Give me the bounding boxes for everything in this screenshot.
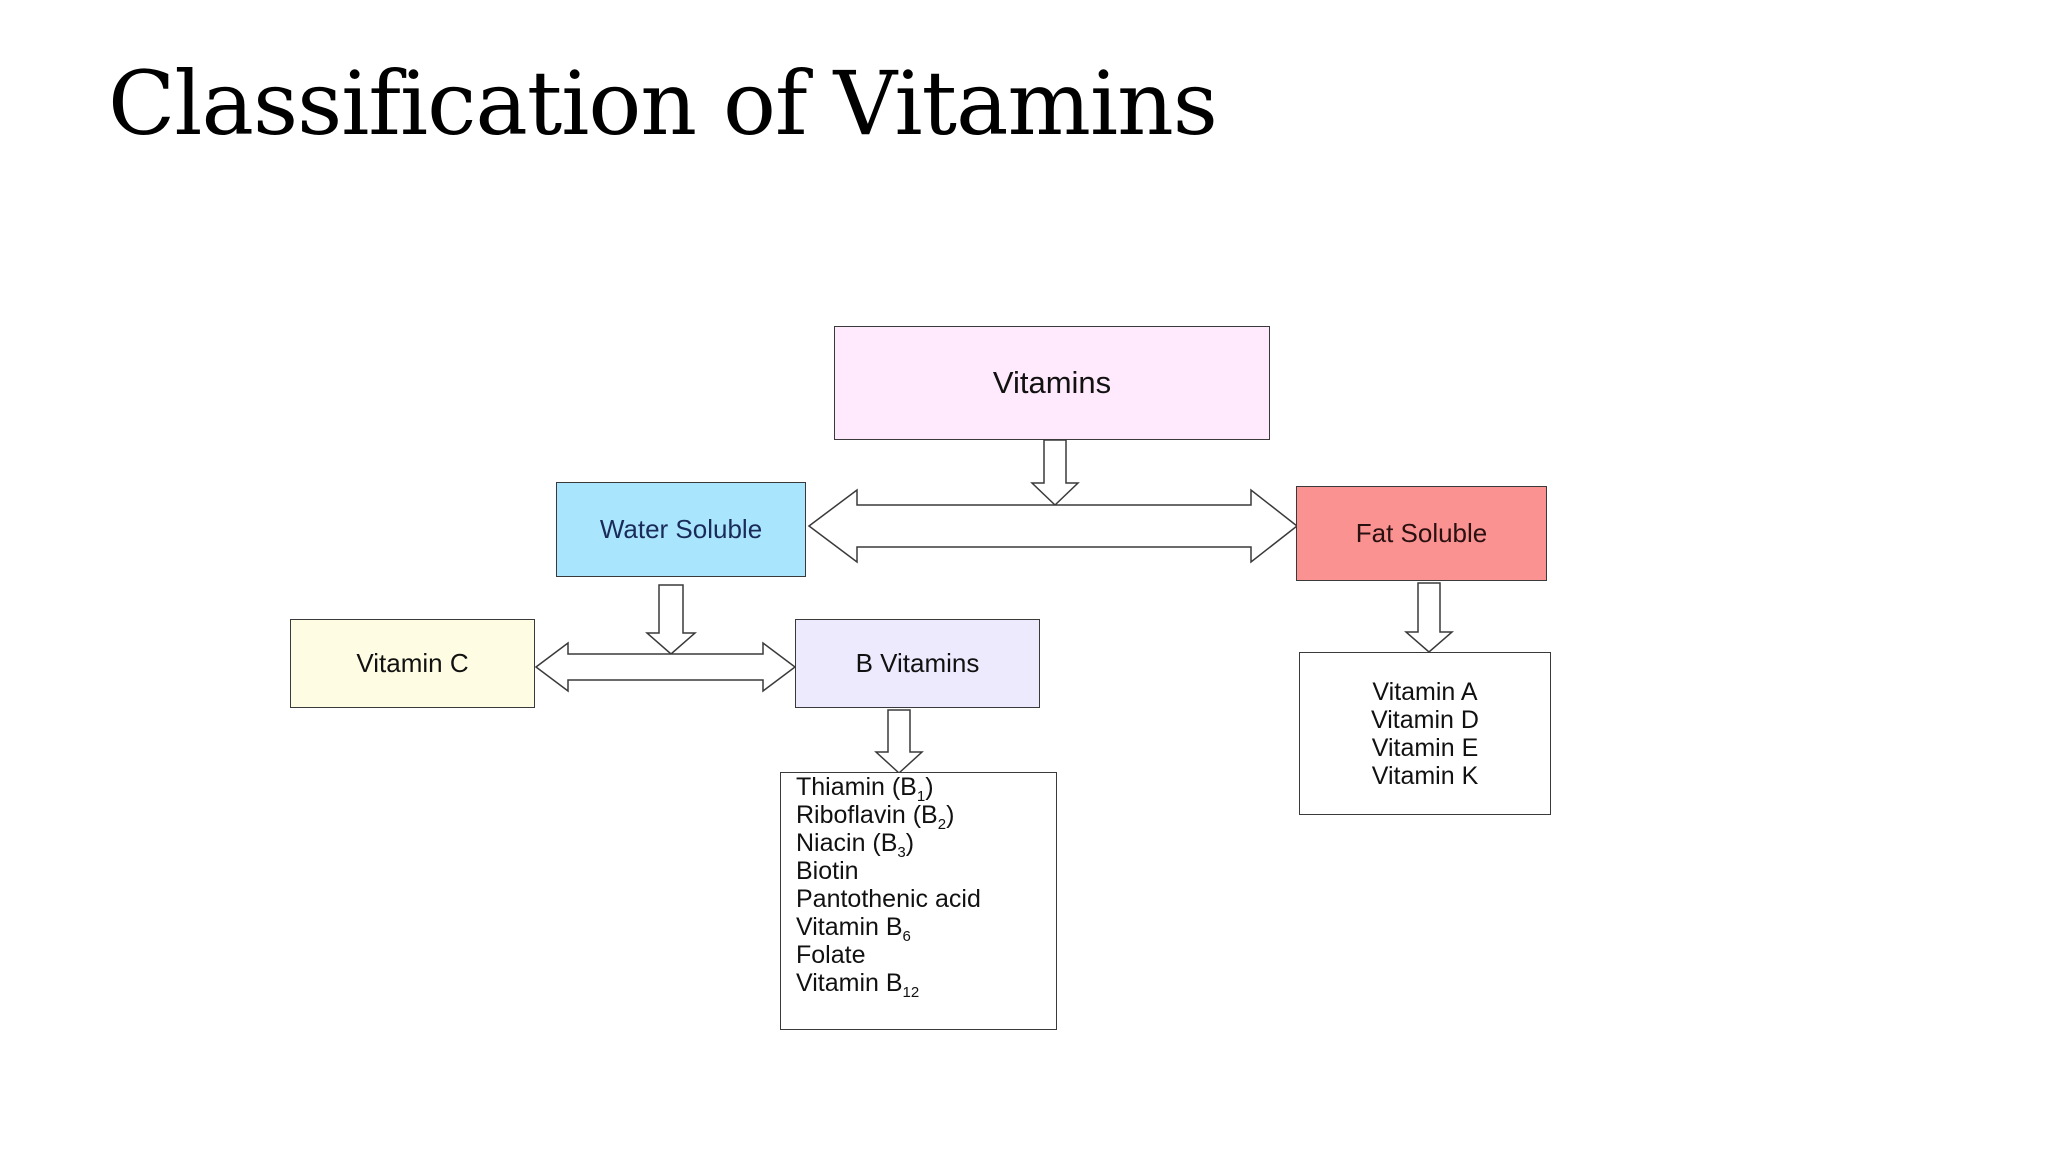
vitamins-node: Vitamins [834, 326, 1270, 440]
list-item: Pantothenic acid [796, 885, 981, 913]
list-item: Vitamin K [1371, 762, 1479, 790]
list-item: Thiamin (B1) [796, 773, 934, 805]
list-item: Vitamin B12 [796, 969, 920, 1001]
arrow-down-vitamins [1030, 439, 1080, 507]
arrow-down-b [874, 709, 924, 775]
list-item: Riboflavin (B2) [796, 801, 955, 833]
slide-title: Classification of Vitamins [108, 52, 1218, 155]
list-item: Vitamin E [1371, 734, 1479, 762]
fat-soluble-list: Vitamin A Vitamin D Vitamin E Vitamin K [1299, 652, 1551, 815]
list-item: Vitamin B6 [796, 913, 911, 945]
list-item: Biotin [796, 857, 859, 885]
list-item: Vitamin D [1371, 706, 1479, 734]
water-soluble-node: Water Soluble [556, 482, 806, 577]
arrow-down-fat [1403, 582, 1455, 653]
b-vitamins-list: Thiamin (B1) Riboflavin (B2) Niacin (B3)… [780, 772, 1057, 1030]
arrow-down-water [645, 584, 697, 655]
list-item: Niacin (B3) [796, 829, 915, 861]
b-vitamins-node: B Vitamins [795, 619, 1040, 708]
vitamin-c-node: Vitamin C [290, 619, 535, 708]
list-item: Folate [796, 941, 866, 969]
fat-soluble-node: Fat Soluble [1296, 486, 1547, 581]
arrow-double-c-b [534, 641, 797, 693]
list-item: Vitamin A [1372, 678, 1478, 706]
